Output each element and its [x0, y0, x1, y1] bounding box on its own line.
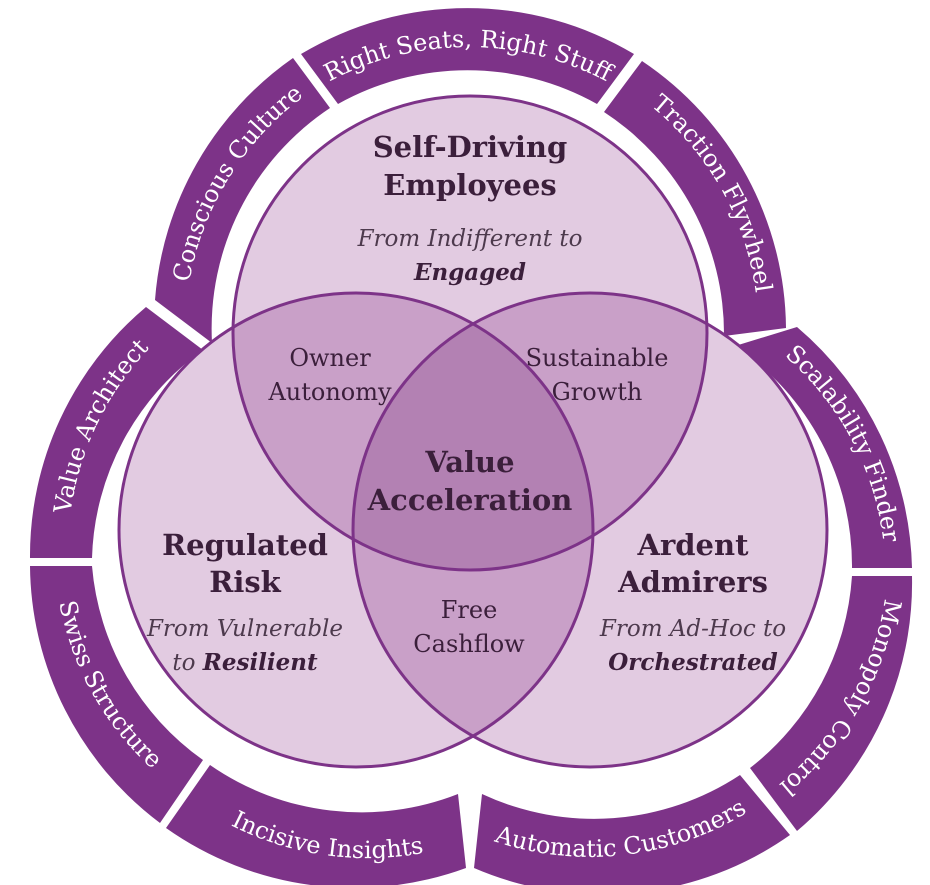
ring-segment-monopoly-control: [750, 576, 913, 831]
circle-top-text: Self-Driving Employees From Indifferent …: [357, 130, 583, 286]
ring-segment-automatic-customers: [474, 775, 790, 885]
ring-segment-swiss-structure: [30, 566, 203, 823]
circle-top-outline: [231, 94, 709, 572]
outer-ring: [29, 8, 913, 885]
free-cashflow-line2: Cashflow: [413, 630, 525, 658]
top-subtitle-bold: Engaged: [413, 259, 526, 286]
circle-right-outline: [351, 291, 829, 769]
left-subtitle: From Vulnerable: [146, 616, 343, 642]
right-title-line1: Ardent: [637, 528, 750, 562]
circle-right-text: Ardent Admirers From Ad-Hoc to Orchestra…: [599, 528, 786, 676]
venn-outlines: [117, 94, 829, 769]
left-title-line2: Risk: [209, 565, 281, 599]
top-title-line1: Self-Driving: [373, 130, 568, 164]
owner-autonomy-line2: Autonomy: [267, 378, 392, 406]
ring-segment-value-architect: [29, 307, 203, 558]
venn-fills: [119, 96, 827, 767]
free-cashflow-line1: Free: [441, 596, 498, 624]
overlap-center: [353, 293, 593, 570]
ring-segment-scalability-finder: [735, 327, 912, 568]
circle-left-outline: [117, 291, 595, 769]
right-title-line2: Admirers: [617, 565, 768, 599]
left-title-line1: Regulated: [162, 528, 328, 562]
ring-segment-right-seats-right-stuff: [301, 8, 634, 105]
ring-segment-traction-flywheel: [604, 61, 786, 336]
intersection-labels: Owner Autonomy Sustainable Growth Free C…: [267, 344, 668, 658]
sustainable-growth-line1: Sustainable: [526, 344, 669, 372]
center-title-line2: Acceleration: [367, 483, 573, 517]
center-title-line1: Value: [424, 445, 514, 479]
circle-left-text: Regulated Risk From Vulnerable to Resili…: [146, 528, 343, 676]
right-subtitle-bold: Orchestrated: [608, 649, 777, 676]
left-subtitle-line2: to Resilient: [172, 649, 318, 676]
owner-autonomy-line1: Owner: [289, 344, 371, 372]
ring-segment-incisive-insights: [166, 765, 466, 885]
sustainable-growth-line2: Growth: [552, 378, 643, 406]
ring-segment-conscious-culture: [155, 58, 330, 343]
top-subtitle: From Indifferent to: [357, 226, 583, 252]
top-title-line2: Employees: [383, 168, 557, 202]
right-subtitle: From Ad-Hoc to: [599, 616, 786, 642]
